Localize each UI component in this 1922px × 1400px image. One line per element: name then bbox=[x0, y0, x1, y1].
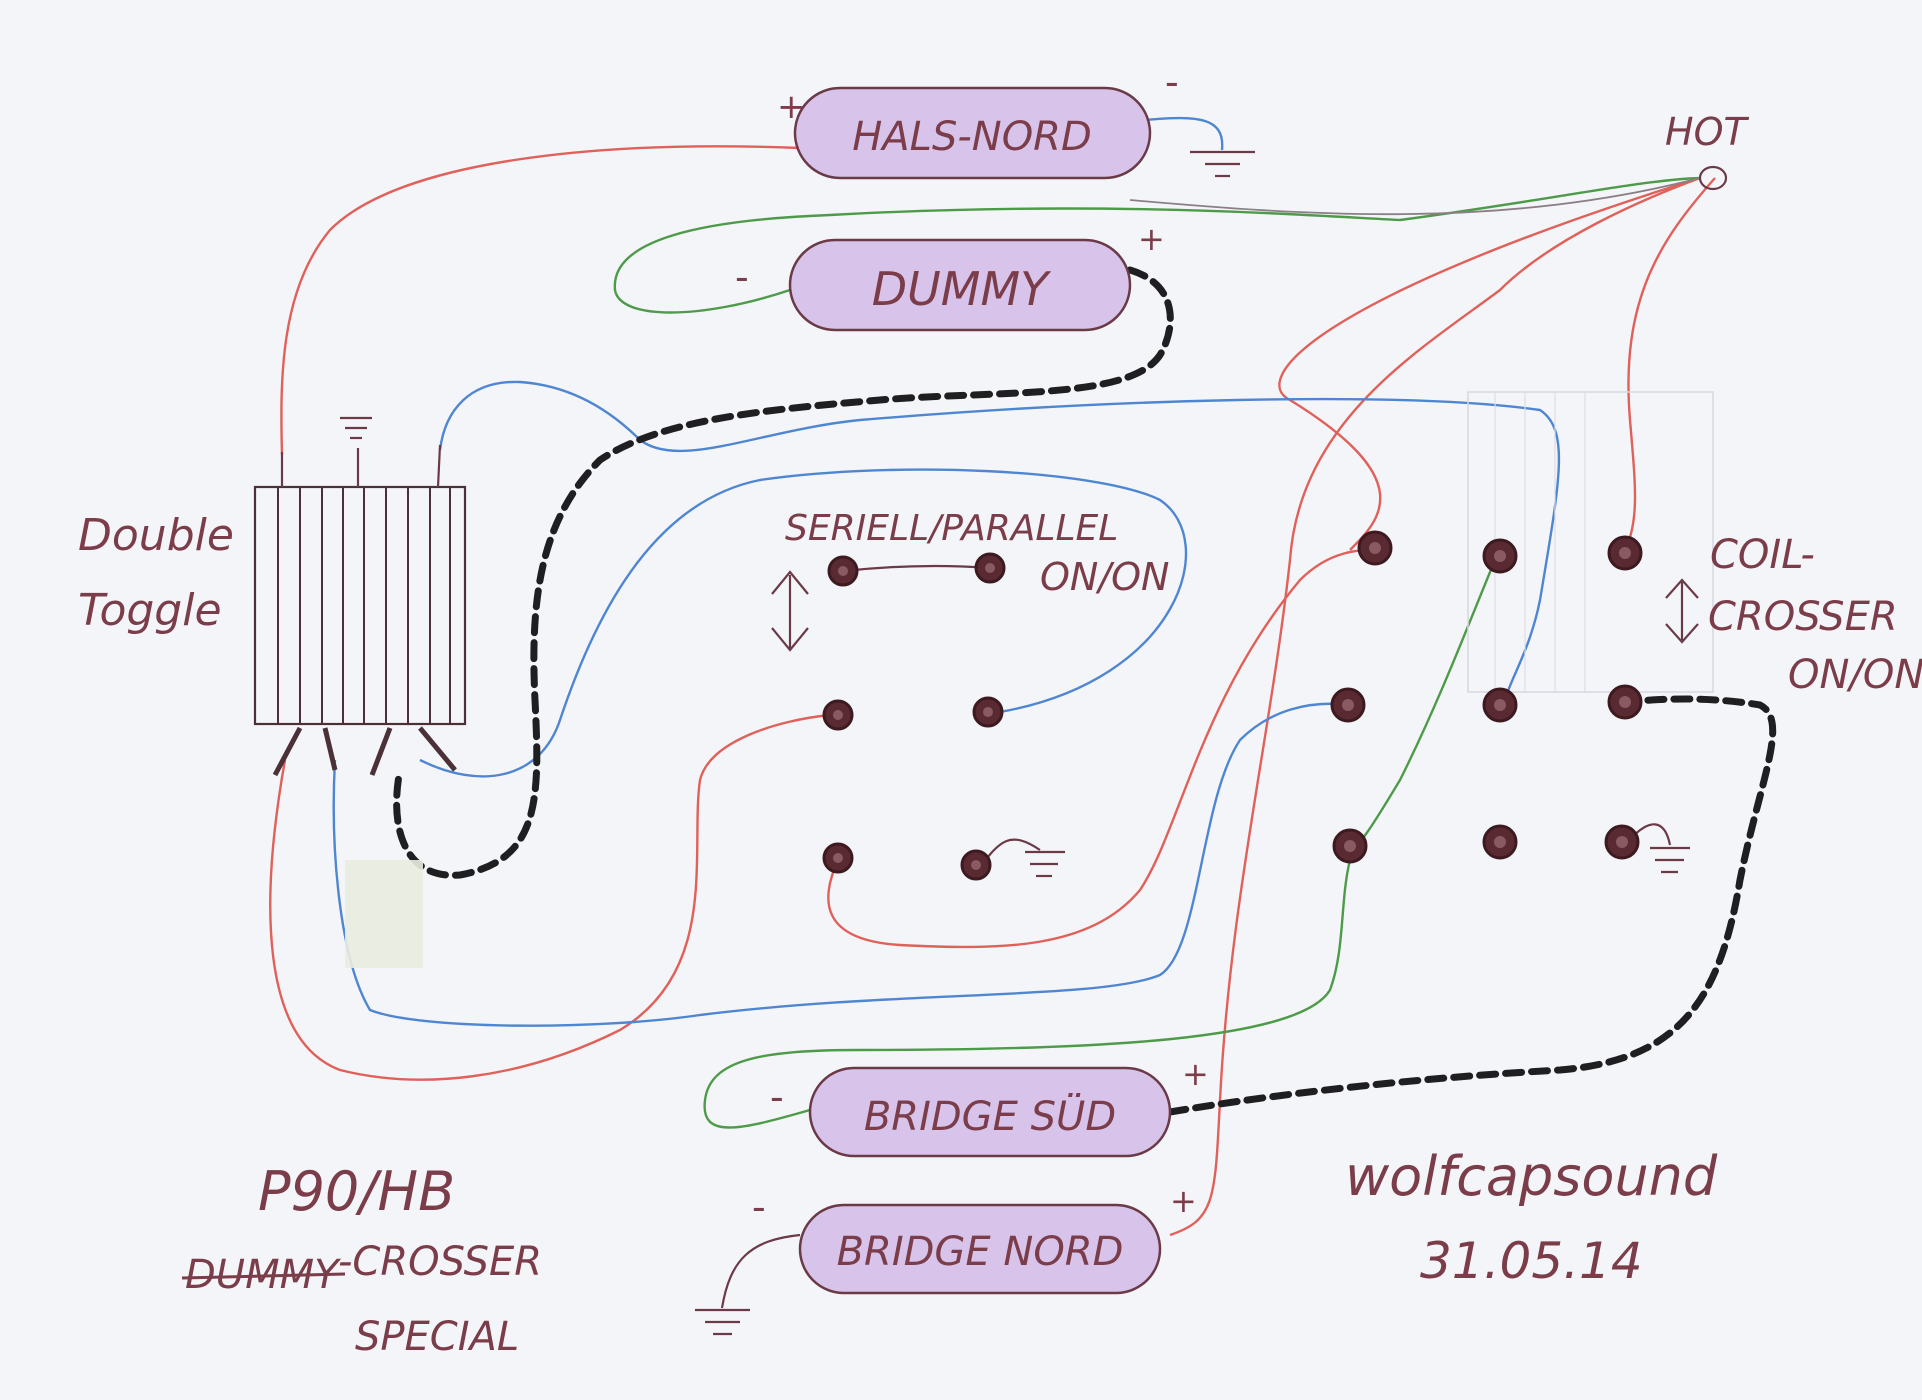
signature: wolfcapsound bbox=[1345, 1145, 1718, 1208]
title-line3: SPECIAL bbox=[355, 1314, 519, 1360]
ground-icon bbox=[1025, 850, 1065, 878]
hot-output-terminal bbox=[1698, 165, 1728, 191]
pickup-neck-north-label: HALS-NORD bbox=[852, 114, 1092, 160]
bridge-north-plus-sign: + bbox=[1170, 1182, 1197, 1220]
toggle-label-line1: Double bbox=[78, 510, 234, 561]
ground-icon bbox=[1650, 846, 1690, 874]
bridge-north-minus-sign: - bbox=[752, 1185, 766, 1229]
pickup-dummy: DUMMY - + bbox=[735, 220, 1165, 332]
ground-icon bbox=[1190, 150, 1255, 178]
neck-plus-sign: + bbox=[777, 87, 806, 127]
pickup-neck-north: HALS-NORD + - bbox=[777, 60, 1179, 180]
series-parallel-lugs bbox=[822, 552, 1006, 881]
ground-icon bbox=[340, 416, 372, 440]
bridge-south-minus-sign: - bbox=[770, 1075, 784, 1119]
dummy-minus-sign: - bbox=[735, 255, 749, 299]
toggle-bottom-terminals bbox=[272, 726, 457, 777]
wire-toggle-blue-2 bbox=[419, 468, 1188, 778]
pickup-bridge-south: BRIDGE SÜD - + bbox=[770, 1055, 1209, 1158]
coil-switch-pencil-lines bbox=[1494, 392, 1586, 692]
bridge-south-plus-sign: + bbox=[1182, 1055, 1209, 1093]
tape-patch bbox=[345, 860, 423, 968]
pickup-bridge-north-label: BRIDGE NORD bbox=[837, 1229, 1124, 1275]
wire-toggle-blue-1 bbox=[438, 380, 1561, 701]
wire-hot-red-1 bbox=[1278, 176, 1701, 551]
pickup-bridge-north: BRIDGE NORD - + bbox=[752, 1182, 1197, 1295]
wire-hot-red-2 bbox=[1169, 176, 1701, 1237]
strike-through bbox=[181, 1272, 346, 1280]
wire-series-jumper bbox=[842, 564, 991, 573]
dummy-plus-sign: + bbox=[1138, 220, 1165, 258]
wire-coil-green bbox=[1349, 559, 1497, 852]
toggle-label-line2: Toggle bbox=[78, 585, 222, 636]
coil-crosser-label-line1: COIL- bbox=[1710, 532, 1815, 578]
coil-crosser-lugs bbox=[1330, 530, 1643, 864]
up-down-arrow-icon bbox=[1665, 578, 1699, 644]
toggle-top-terminals bbox=[280, 444, 442, 488]
neck-minus-sign: - bbox=[1165, 60, 1179, 104]
up-down-arrow-icon bbox=[771, 570, 809, 652]
coil-switch-pencil-outline bbox=[1467, 391, 1714, 693]
wire-bridge-south-minus-green bbox=[703, 859, 1352, 1129]
pickup-bridge-south-label: BRIDGE SÜD bbox=[864, 1092, 1116, 1140]
wire-toggle-left-red bbox=[269, 713, 831, 1081]
wire-toggle-blue-3 bbox=[332, 702, 1351, 1027]
wire-bottom-loop-red bbox=[827, 548, 1376, 949]
wire-dummy-plus-shielded bbox=[393, 266, 1174, 879]
wire-dummy-minus-green bbox=[613, 176, 1701, 314]
title-line1: P90/HB bbox=[258, 1160, 455, 1223]
hot-output-label: HOT bbox=[1665, 110, 1749, 154]
ground-icon bbox=[695, 1308, 750, 1336]
double-toggle-switch bbox=[253, 444, 467, 777]
wire-bridge-north-ground bbox=[720, 1233, 801, 1309]
series-parallel-label: SERIELL/PARALLEL bbox=[785, 508, 1118, 549]
title-line2: DUMMY -CROSSER bbox=[181, 1239, 542, 1298]
wire-coil-top-right-red bbox=[1623, 177, 1716, 551]
series-parallel-on-on: ON/ON bbox=[1040, 555, 1169, 599]
title-line2-rest: -CROSSER bbox=[338, 1239, 542, 1285]
coil-crosser-on-on: ON/ON bbox=[1788, 652, 1922, 698]
wire-bridge-south-plus-shielded bbox=[1166, 695, 1777, 1116]
wire-gray bbox=[1129, 177, 1701, 216]
wire-neck-ground-blue bbox=[1144, 116, 1224, 151]
pickup-dummy-label: DUMMY bbox=[872, 262, 1052, 316]
date: 31.05.14 bbox=[1420, 1232, 1643, 1290]
wire-neck-plus-red bbox=[280, 145, 801, 456]
coil-crosser-label-line2: CROSSER bbox=[1708, 594, 1898, 640]
